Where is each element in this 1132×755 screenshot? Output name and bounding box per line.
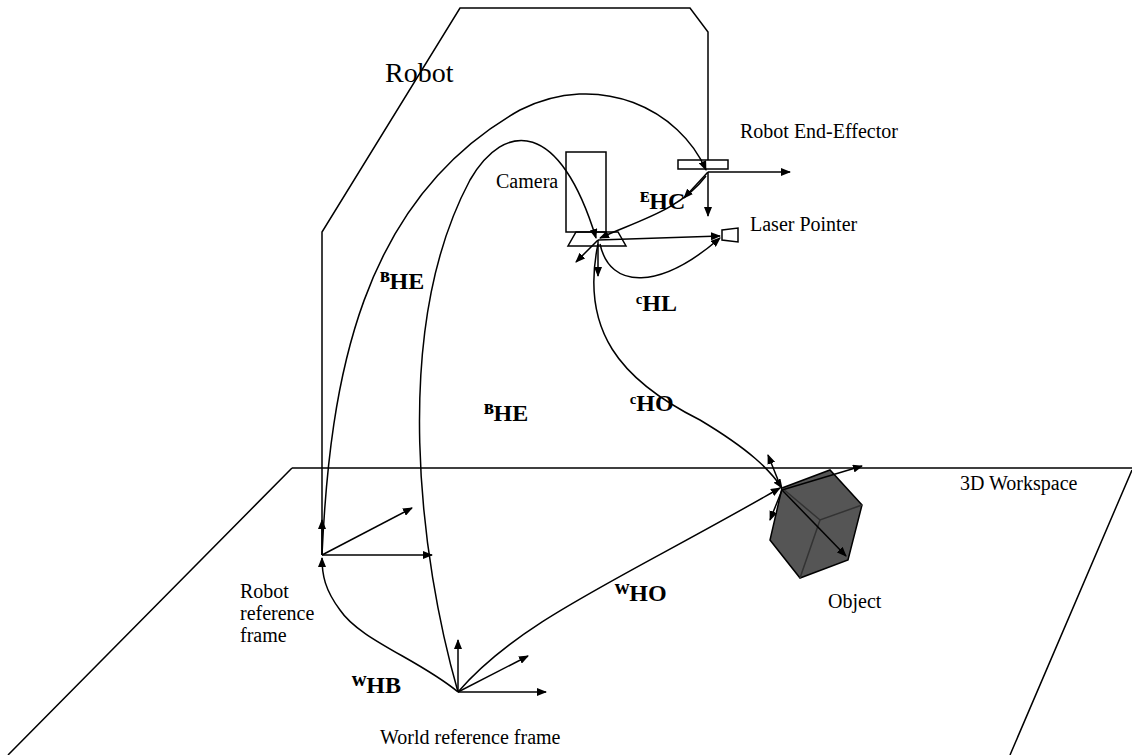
transform-label: ᴱHC [640,188,685,214]
object-label: Object [828,590,881,612]
laser-label: Laser Pointer [750,213,857,235]
camera-label: Camera [496,170,558,192]
transform-label: ᴮHE [484,400,528,426]
transform-label: ᶜHO [630,390,674,416]
frame-label: Robot reference frame [240,580,330,646]
transform-label: ᵂHB [352,672,401,698]
workspace-label: 3D Workspace [960,472,1077,494]
robot-label: Robot [385,58,453,89]
end-effector-label: Robot End-Effector [740,120,898,142]
transform-label: ᵂHO [615,580,667,606]
transform-label: ᴮHE [380,268,424,294]
frame-label: World reference frame [380,726,561,748]
transform-label: ᶜHL [636,290,677,316]
